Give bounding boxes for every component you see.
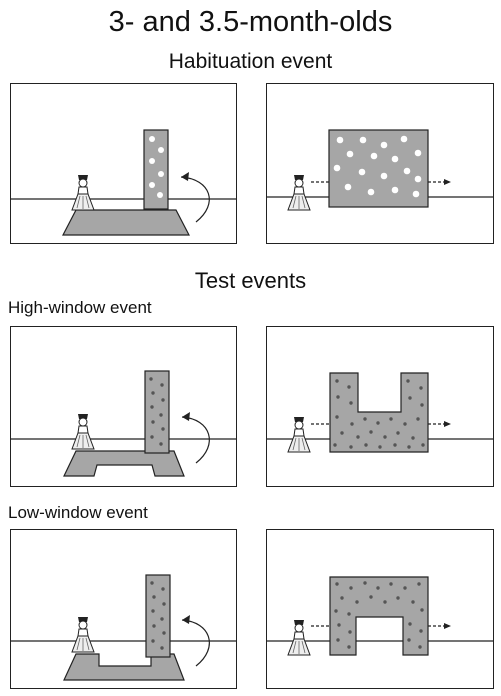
screen-with-low-window xyxy=(329,576,429,656)
low-window-rotation-scene xyxy=(11,574,236,681)
high-window-front-panel xyxy=(266,326,494,487)
screen-edge xyxy=(145,574,171,658)
screen-edge xyxy=(143,129,169,210)
low-window-heading: Low-window event xyxy=(8,503,148,522)
habituation-heading: Habituation event xyxy=(168,50,333,73)
screen-dots xyxy=(149,377,165,446)
screen-dots xyxy=(333,135,422,198)
screen-dots xyxy=(334,581,424,649)
habituation-front-panel xyxy=(266,83,494,244)
platform xyxy=(63,450,185,477)
screen-dots xyxy=(150,581,166,650)
doll-icon xyxy=(71,413,95,450)
screen xyxy=(328,129,429,208)
high-window-front-scene xyxy=(267,372,493,453)
low-window-rotation-panel xyxy=(10,529,237,689)
low-window-front-scene xyxy=(267,576,493,656)
high-window-heading: High-window event xyxy=(8,298,152,317)
habituation-rotation-scene xyxy=(11,129,236,236)
platform xyxy=(62,209,190,236)
rotation-arrow xyxy=(180,176,210,223)
screen-edge xyxy=(144,370,170,454)
rotation-arrow xyxy=(181,416,210,464)
screen-dots xyxy=(333,379,425,449)
doll-icon xyxy=(287,174,311,211)
test-events-heading: Test events xyxy=(194,268,307,293)
rotation-arrow xyxy=(181,619,210,667)
habituation-front-scene xyxy=(267,129,493,211)
doll-icon xyxy=(287,416,311,453)
platform xyxy=(63,653,185,681)
main-title: 3- and 3.5-month-olds xyxy=(108,6,393,38)
low-window-front-panel xyxy=(266,529,494,689)
screen-dots xyxy=(149,136,164,198)
high-window-rotation-panel xyxy=(10,326,237,487)
doll-icon xyxy=(71,616,95,653)
habituation-rotation-panel xyxy=(10,83,237,244)
high-window-rotation-scene xyxy=(11,370,236,477)
screen-with-high-window xyxy=(329,372,429,453)
doll-icon xyxy=(71,174,95,211)
doll-icon xyxy=(287,619,311,656)
